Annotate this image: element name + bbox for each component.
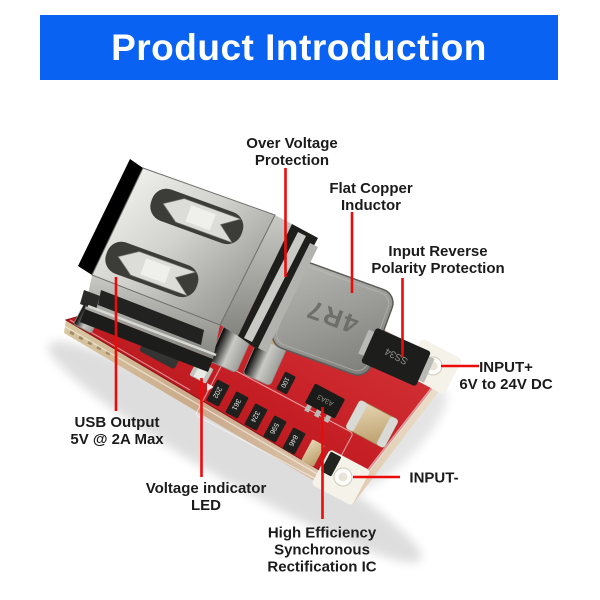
resistor-code: 202 [211,385,223,399]
label-flat-copper-inductor: Flat Copper Inductor [329,180,413,214]
label-voltage-indicator-led: Voltage indicator LED [145,480,267,514]
label-usb-output: USB Output 5V @ 2A Max [70,414,164,448]
smd-resistor-row: 202 361 324 596 846 100 [206,371,341,477]
annotation-lines [114,168,479,519]
label-sync-rectification-ic: High Efficiency Synchronous Rectificatio… [267,524,377,576]
label-input-minus: INPUT- [409,469,459,487]
label-input-reverse-polarity: Input Reverse Polarity Protection [371,243,505,277]
usb-spring-tab-slot [150,188,244,245]
label-input-plus: INPUT+ 6V to 24V DC [459,359,553,393]
banner-title: Product Introduction [40,15,558,80]
silkscreen-arrow [207,383,214,391]
resistor-code: 596 [268,421,280,435]
resistor-code: 324 [249,409,261,423]
resistor-code: 846 [287,433,299,447]
pcb-side-face [64,320,448,504]
sync-rectification-ic: A3A3 [304,384,345,423]
usb-opening [98,290,204,345]
usb-spring-tab-slot [105,241,199,298]
resistor-code: 361 [230,397,242,411]
resistor-code: 100 [279,376,290,389]
input-capacitor [346,400,398,448]
usb-port [78,159,318,372]
label-over-voltage-protection: Over Voltage Protection [246,135,338,169]
